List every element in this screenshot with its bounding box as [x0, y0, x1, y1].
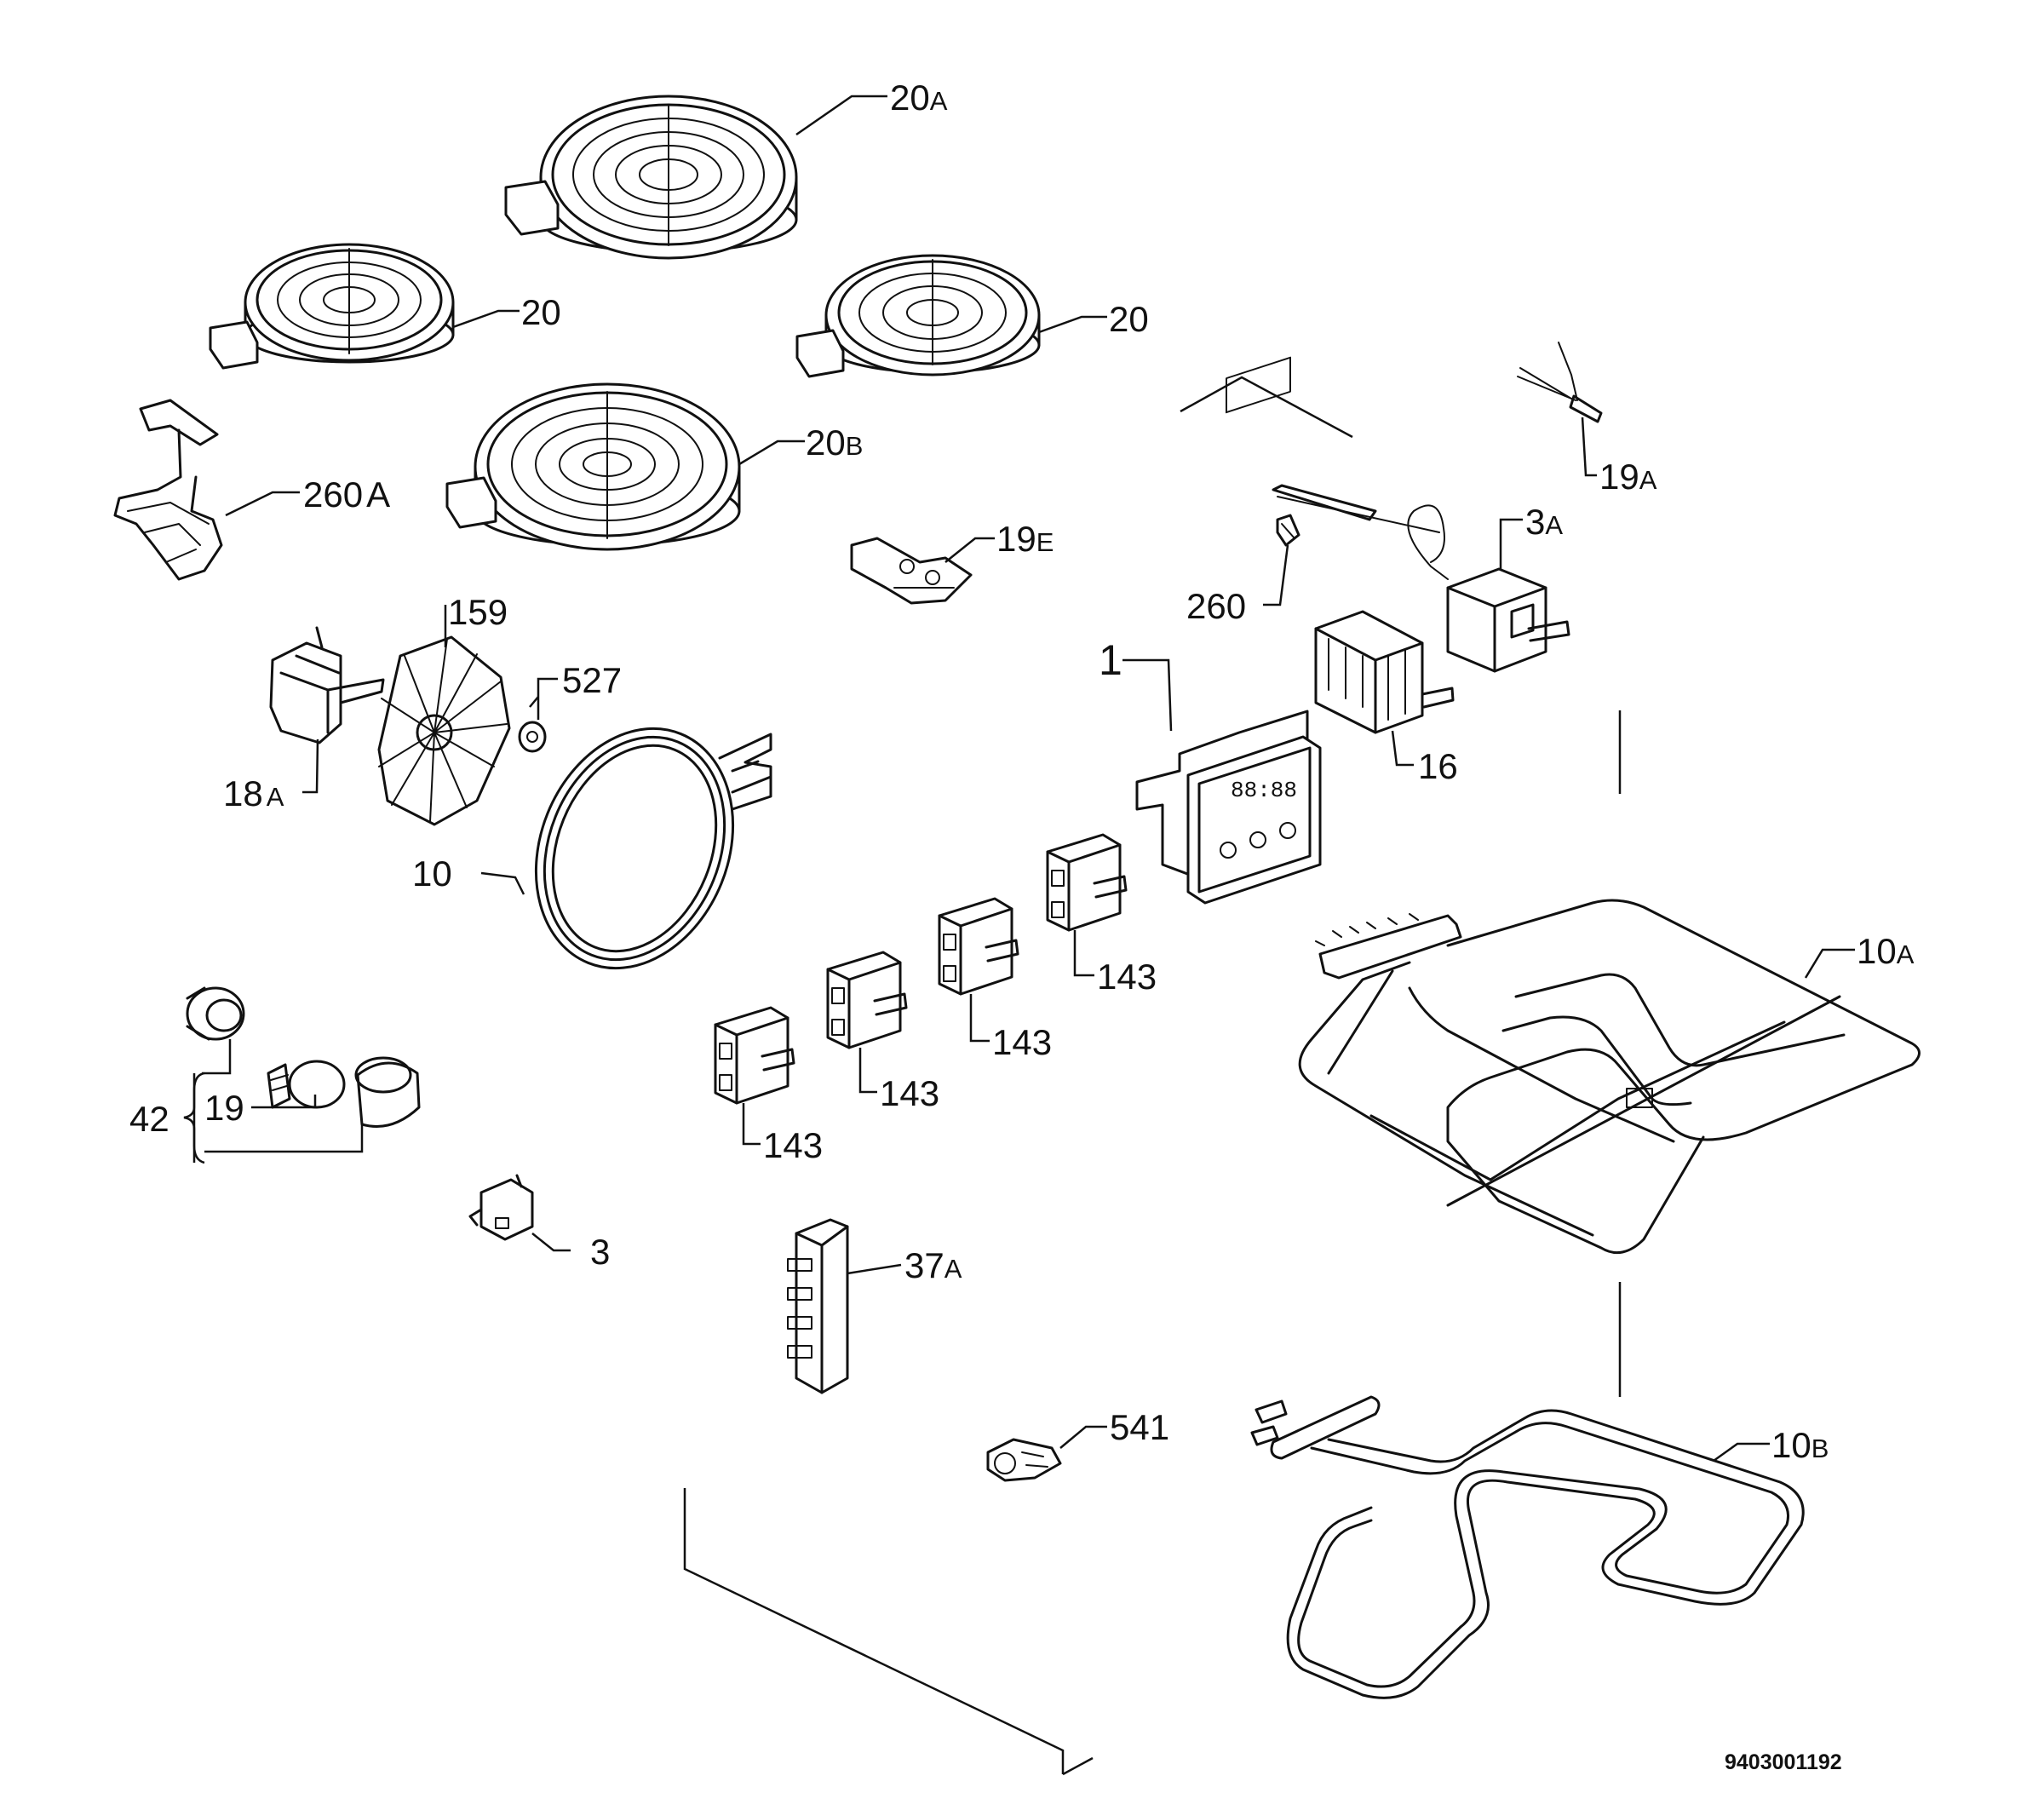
label-541: 541 [1110, 1407, 1169, 1447]
timer-display-icon: 88:88 [1231, 778, 1297, 803]
document-number: 9403001192 [1725, 1750, 1842, 1774]
clip-260 [1276, 514, 1300, 547]
label-10a: 10A [1857, 931, 1915, 971]
label-1: 1 [1099, 636, 1122, 684]
label-19: 19 [204, 1088, 244, 1128]
energy-regulator-2 [826, 951, 908, 1049]
label-20b: 20B [806, 422, 863, 463]
lamp-group-brace-icon [183, 1072, 205, 1164]
label-19a: 19A [1599, 457, 1657, 497]
lamp-holder [186, 986, 245, 1041]
energy-regulator-4 [1046, 833, 1128, 932]
label-260a: 260A [303, 474, 390, 514]
lamp-bulb-19 [267, 1060, 346, 1109]
callout-labels: 20A 20 20 20B 260A 19E 19A 3A 260 1 16 1… [129, 78, 1915, 1465]
connector-541 [986, 1438, 1062, 1482]
hotplate-20-left [209, 243, 455, 370]
label-20a: 20A [890, 78, 948, 118]
label-10b: 10B [1771, 1425, 1829, 1465]
selector-switch-16 [1314, 610, 1455, 734]
label-20-left: 20 [521, 292, 561, 332]
label-143-3: 143 [992, 1022, 1052, 1062]
fan-motor-18a [269, 626, 385, 744]
label-3a: 3A [1525, 502, 1563, 542]
bottom-element-10b [1250, 1395, 1805, 1699]
label-42: 42 [129, 1099, 169, 1139]
label-16: 16 [1418, 746, 1458, 786]
label-143-4: 143 [1097, 957, 1157, 997]
clip-260a [113, 399, 223, 581]
label-143-1: 143 [763, 1125, 823, 1165]
probe-19a [1517, 342, 1603, 423]
fan-blade-159 [377, 635, 511, 826]
nut-527 [518, 721, 547, 753]
label-527: 527 [562, 660, 622, 700]
cabinet-guide-lines [683, 376, 1622, 1776]
label-19e: 19E [996, 519, 1054, 559]
lamp-cover [354, 1056, 421, 1128]
hotplate-20b [445, 382, 741, 551]
grill-element-10a [1298, 899, 1921, 1255]
energy-regulator-1 [714, 1006, 795, 1105]
energy-regulator-3 [938, 897, 1019, 996]
label-260: 260 [1186, 586, 1246, 626]
label-3: 3 [590, 1232, 610, 1272]
label-143-2: 143 [880, 1073, 939, 1113]
leader-lines [192, 95, 1855, 1463]
label-10: 10 [412, 853, 452, 894]
hotplate-20-right [795, 254, 1041, 378]
sensor-19e [850, 537, 973, 605]
switch-3 [468, 1174, 534, 1241]
label-37a: 37A [904, 1245, 962, 1285]
ring-element-10 [534, 727, 772, 970]
timer-1: 88:88 [1135, 356, 1322, 905]
thermostat-3a [1272, 484, 1570, 673]
terminal-block-37a [787, 1218, 849, 1394]
hotplate-20a [504, 95, 798, 260]
label-20-right: 20 [1109, 299, 1149, 339]
label-159: 159 [448, 592, 508, 632]
